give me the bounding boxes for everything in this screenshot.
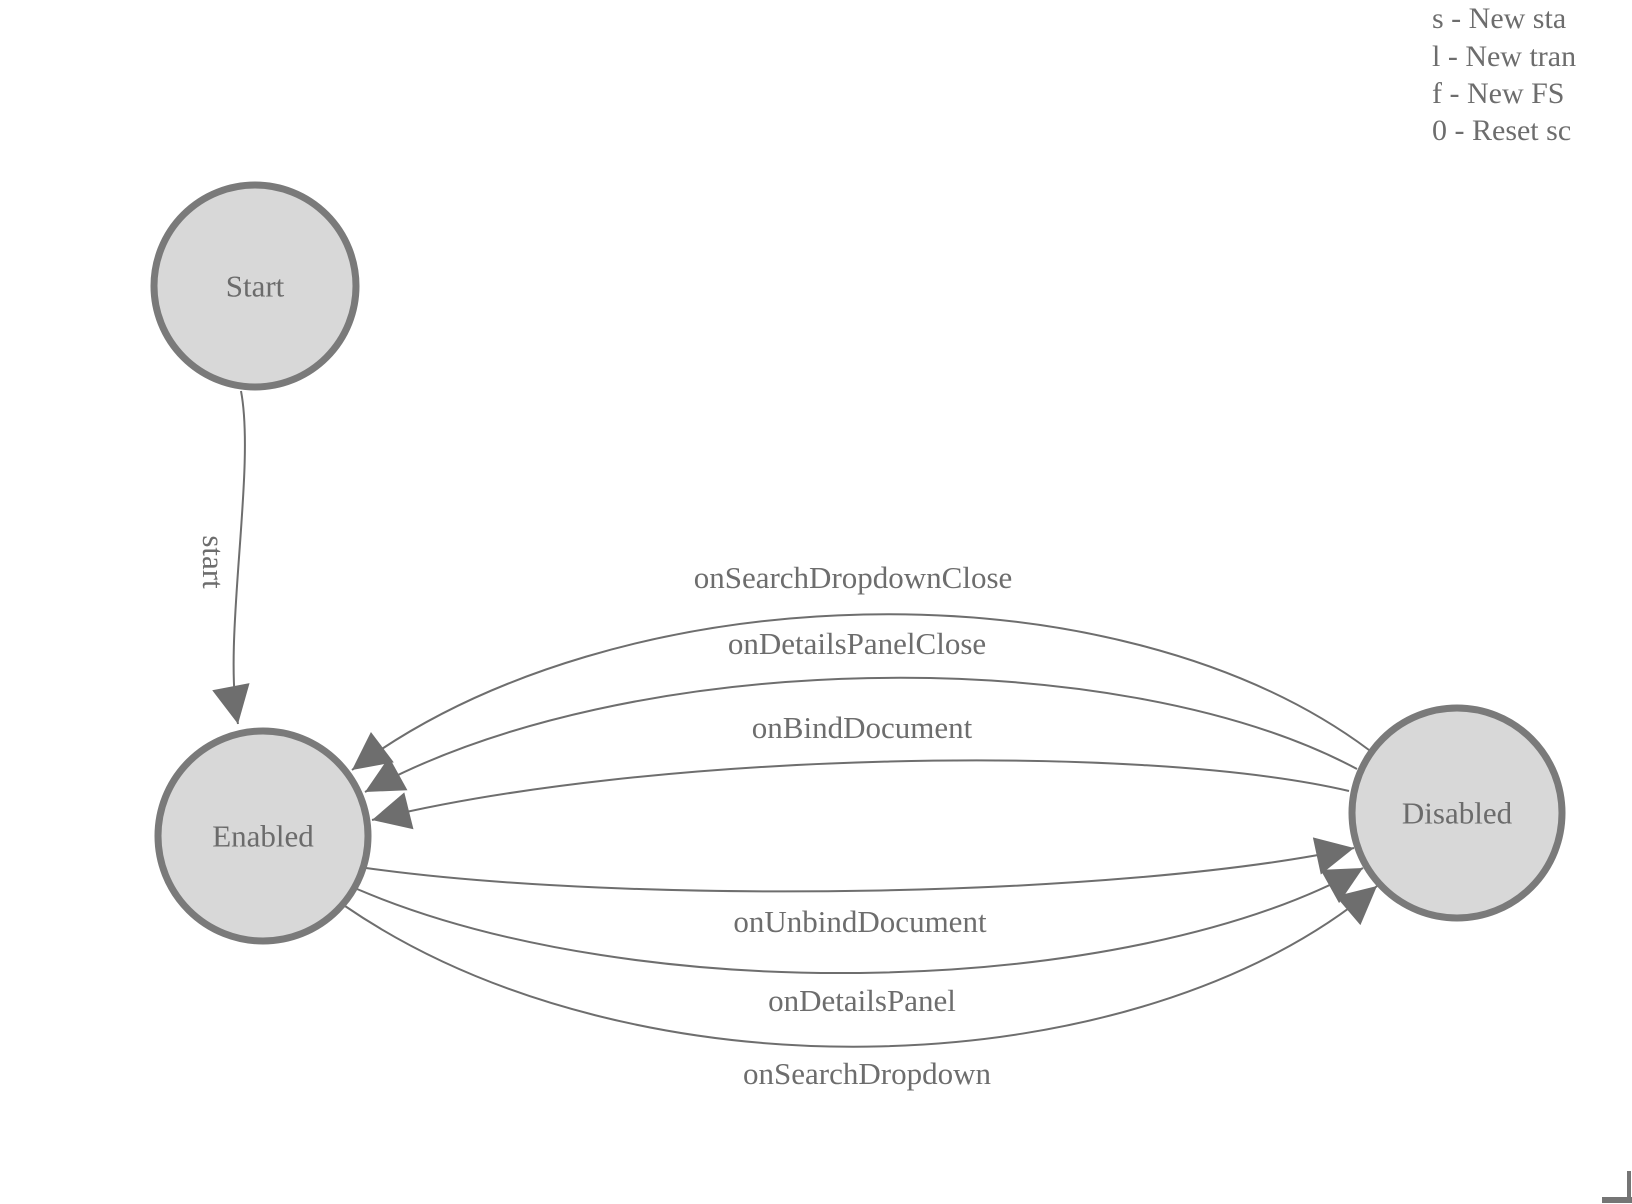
legend-line-new-transition: l - New tran: [1432, 40, 1576, 73]
legend-line-new-fsm: f - New FS: [1432, 77, 1565, 110]
legend-line-new-state: s - New sta: [1432, 2, 1566, 35]
transition-ondetailspanel[interactable]: [356, 867, 1364, 974]
transition-start[interactable]: [212, 390, 250, 725]
transition-label-onunbinddocument: onUnbindDocument: [733, 904, 987, 939]
state-label-disabled: Disabled: [1402, 796, 1513, 831]
shortcut-legend: s - New sta l - New tran f - New FS 0 - …: [1432, 2, 1576, 147]
state-node-disabled: Disabled: [1348, 704, 1566, 922]
transition-label-onbinddocument: onBindDocument: [752, 710, 973, 745]
corner-horizontal-bar: [1602, 1197, 1632, 1203]
transition-label-start: start: [196, 535, 231, 589]
state-label-start: Start: [226, 269, 285, 304]
state-circle-disabled[interactable]: [1348, 704, 1566, 922]
transition-label-ondetailspanelclose: onDetailsPanelClose: [728, 626, 986, 661]
transition-onsearchdropdown[interactable]: [344, 885, 1378, 1048]
transition-onbinddocument[interactable]: [371, 759, 1350, 830]
state-node-start: Start: [150, 181, 360, 391]
transition-label-onsearchdropdown: onSearchDropdown: [743, 1056, 991, 1091]
state-circle-start[interactable]: [150, 181, 360, 391]
legend-line-reset: 0 - Reset sc: [1432, 114, 1571, 147]
transition-ondetailspanelclose[interactable]: [364, 676, 1358, 793]
transition-label-onsearchdropdownclose: onSearchDropdownClose: [694, 560, 1013, 595]
cropped-box-corner: [1602, 1171, 1632, 1203]
state-circle-enabled[interactable]: [154, 727, 372, 945]
transition-label-ondetailspanel: onDetailsPanel: [768, 983, 956, 1018]
transition-onsearchdropdownclose[interactable]: [351, 613, 1370, 771]
transition-onunbinddocument[interactable]: [365, 837, 1355, 893]
state-label-enabled: Enabled: [212, 819, 314, 854]
state-node-enabled: Enabled: [154, 727, 372, 945]
corner-vertical-line: [1627, 1171, 1631, 1198]
